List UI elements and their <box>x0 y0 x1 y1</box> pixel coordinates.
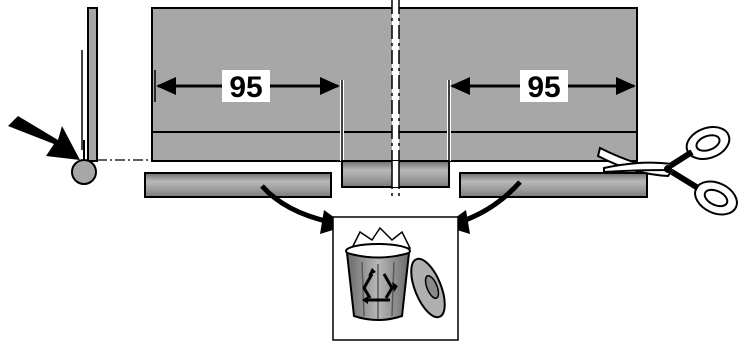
cut-strip-right <box>459 172 648 198</box>
center-strip <box>341 160 450 188</box>
dimension-left-label: 95 <box>229 71 262 104</box>
scissors-icon <box>596 126 738 216</box>
dimension-right-label: 95 <box>527 71 560 104</box>
arrow-pointer-icon <box>8 116 80 160</box>
cut-strip-left <box>144 172 332 198</box>
dimension-right: 95 <box>450 70 636 104</box>
recycle-bin-icon <box>332 216 459 341</box>
dimension-left: 95 <box>154 70 340 104</box>
rail-bracket <box>71 7 98 185</box>
